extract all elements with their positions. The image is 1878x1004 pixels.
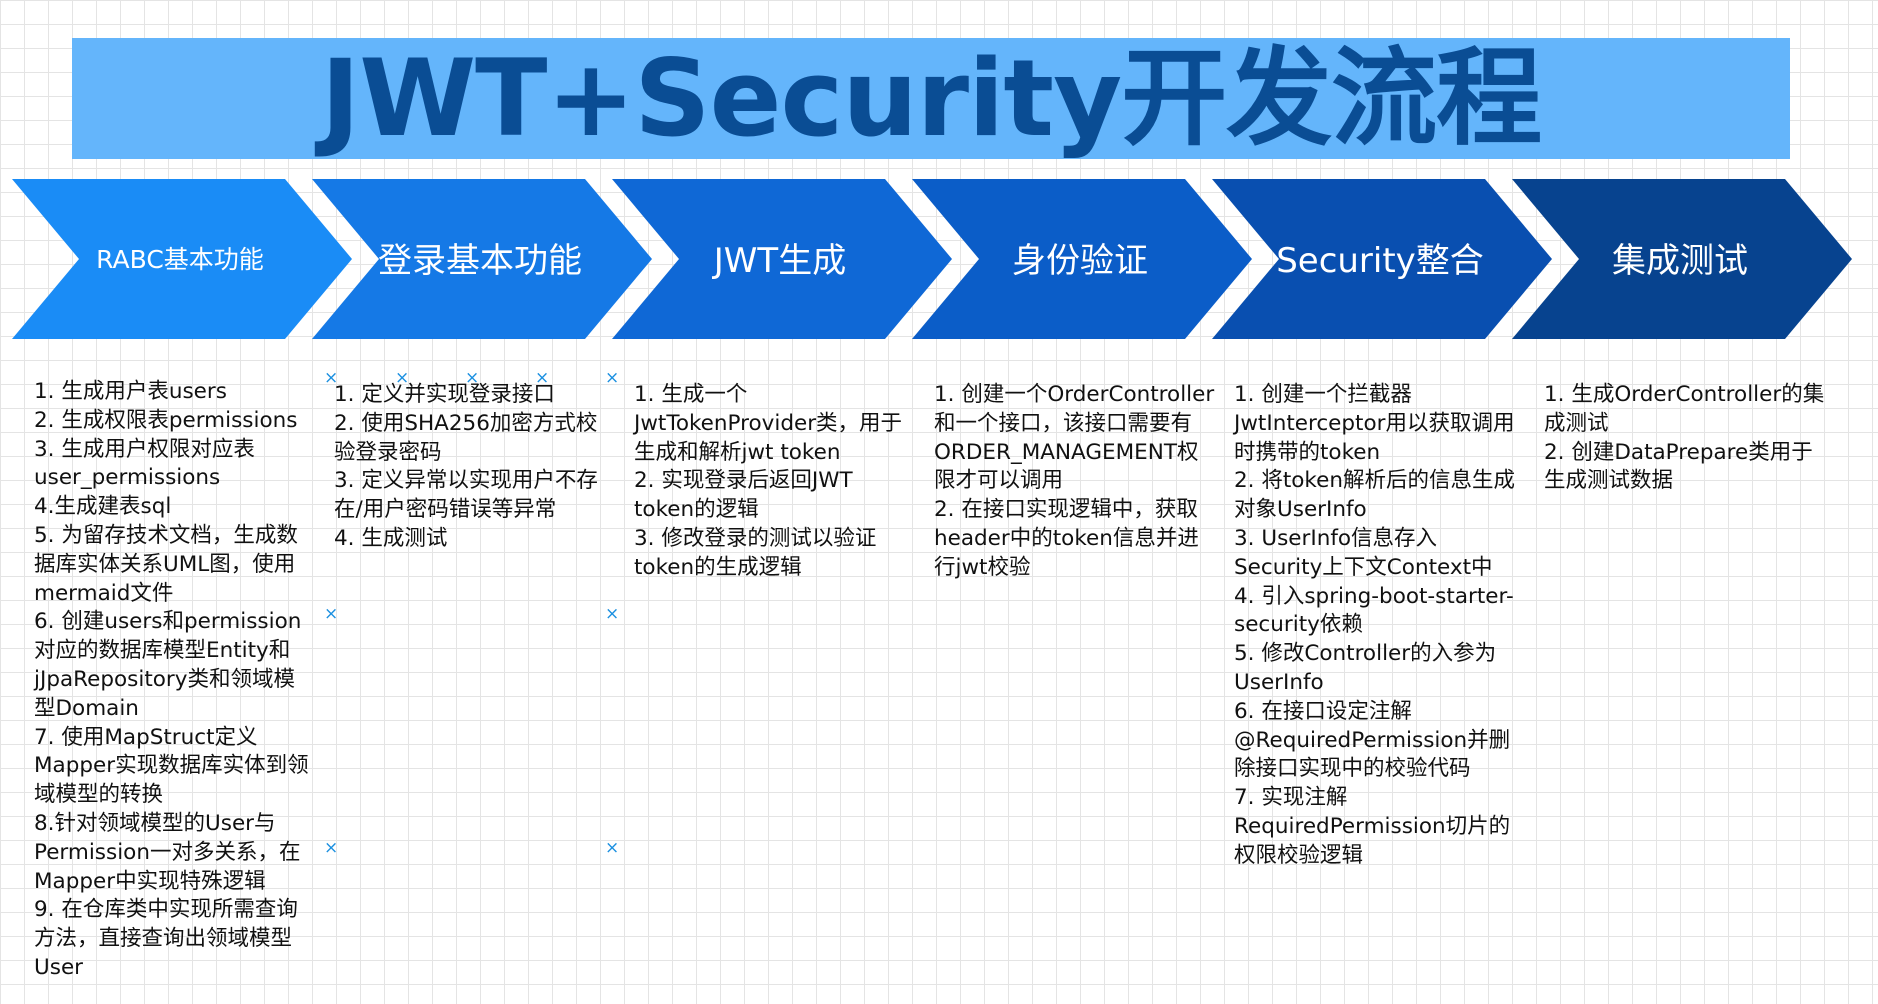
step-label-3: JWT生成	[712, 241, 846, 281]
chevron-shape-2	[312, 179, 652, 339]
step-5-item-4: 4. 引入spring-boot-starter-security依赖	[1234, 583, 1514, 638]
step-chevron-5: Security整合	[1212, 179, 1552, 339]
selection-marker-icon: ×	[535, 368, 550, 388]
step-label-1: RABC基本功能	[96, 245, 264, 274]
step-1-item-8: 8.针对领域模型的User与Permission一对多关系，在Mapper中实现…	[34, 810, 301, 894]
step-4-item-1: 1. 创建一个OrderController和一个接口，该接口需要有ORDER_…	[934, 382, 1215, 494]
step-1-item-1: 1. 生成用户表users	[34, 379, 227, 404]
selection-marker-icon: ×	[605, 368, 620, 388]
step-1-item-6: 6. 创建users和permission对应的数据库模型Entity和jJpa…	[34, 609, 302, 721]
step-2-item-2: 2. 使用SHA256加密方式校验登录密码	[334, 410, 598, 465]
step-2-item-3: 3. 定义异常以实现用户不存在/用户密码错误等异常	[334, 468, 598, 523]
step-1-item-5: 5. 为留存技术文档，生成数据库实体关系UML图，使用mermaid文件	[34, 522, 298, 606]
chevron-shape-4	[912, 179, 1252, 339]
selection-marker-icon: ×	[465, 368, 480, 388]
chevron-shape-5	[1212, 179, 1552, 339]
selection-marker-icon: ×	[324, 604, 339, 624]
step-detail-list-2: 1. 定义并实现登录接口 2. 使用SHA256加密方式校验登录密码 3. 定义…	[334, 381, 612, 554]
step-1-item-3: 3. 生成用户权限对应表 user_permissions	[34, 436, 255, 491]
step-5-item-2: 2. 将token解析后的信息生成对象UserInfo	[1234, 468, 1515, 523]
step-1-item-4: 4.生成建表sql	[34, 494, 172, 520]
step-detail-list-3: 1. 生成一个JwtTokenProvider类，用于生成和解析jwt toke…	[634, 381, 916, 583]
step-5-item-7: 7. 实现注解RequiredPermission切片的权限校验逻辑	[1234, 785, 1511, 868]
step-2-item-4: 4. 生成测试	[334, 525, 448, 551]
step-1-item-9: 9. 在仓库类中实现所需查询方法，直接查询出领域模型User	[34, 897, 298, 980]
step-5-item-6: 6. 在接口设定注解@RequiredPermission并删除接口实现中的校验…	[1234, 698, 1511, 782]
chevron-shape-1	[12, 179, 352, 339]
step-3-item-3: 3. 修改登录的测试以验证token的生成逻辑	[634, 525, 877, 580]
step-chevron-2: 登录基本功能	[312, 179, 652, 339]
step-detail-list-1: 1. 生成用户表users 2. 生成权限表permissions 3. 生成用…	[34, 378, 316, 983]
step-2-item-1: 1. 定义并实现登录接口	[334, 382, 555, 407]
step-detail-list-5: 1. 创建一个拦截器JwtInterceptor用以获取调用时携带的token …	[1234, 381, 1516, 871]
step-chevron-6: 集成测试	[1512, 179, 1852, 339]
selection-marker-icon: ×	[324, 838, 339, 858]
step-detail-list-6: 1. 生成OrderController的集成测试 2. 创建DataPrepa…	[1544, 381, 1826, 496]
step-3-item-1: 1. 生成一个JwtTokenProvider类，用于生成和解析jwt toke…	[634, 382, 903, 465]
step-4-item-2: 2. 在接口实现逻辑中，获取header中的token信息并进行jwt校验	[934, 497, 1199, 580]
step-5-item-5: 5. 修改Controller的入参为UserInfo	[1234, 641, 1497, 695]
process-chevrons: RABC基本功能 登录基本功能 JWT生成 身份验证 Security整合 集成…	[12, 179, 1852, 339]
chevron-shape-6	[1512, 179, 1852, 339]
step-6-item-2: 2. 创建DataPrepare类用于生成测试数据	[1544, 439, 1813, 494]
step-1-item-2: 2. 生成权限表permissions	[34, 407, 298, 433]
step-3-item-2: 2. 实现登录后返回JWT token的逻辑	[634, 468, 853, 523]
step-5-item-3: 3. UserInfo信息存入Security上下文Context中	[1234, 525, 1493, 580]
diagram-title: JWT+Security开发流程	[320, 36, 1542, 160]
step-5-item-1: 1. 创建一个拦截器JwtInterceptor用以获取调用时携带的token	[1234, 382, 1515, 465]
step-chevron-1: RABC基本功能	[12, 179, 352, 339]
selection-marker-icon: ×	[324, 368, 339, 388]
selection-marker-icon: ×	[395, 368, 410, 388]
step-label-4: 身份验证	[1012, 241, 1148, 281]
step-chevron-3: JWT生成	[612, 179, 952, 339]
step-detail-list-4: 1. 创建一个OrderController和一个接口，该接口需要有ORDER_…	[934, 381, 1216, 583]
title-banner: JWT+Security开发流程	[72, 38, 1790, 159]
step-label-5: Security整合	[1276, 241, 1484, 281]
chevron-shape-3	[612, 179, 952, 339]
step-6-item-1: 1. 生成OrderController的集成测试	[1544, 382, 1825, 436]
selection-marker-icon: ×	[605, 838, 620, 858]
selection-marker-icon: ×	[605, 604, 620, 624]
step-chevron-4: 身份验证	[912, 179, 1252, 339]
step-1-item-7: 7. 使用MapStruct定义Mapper实现数据库实体到领域模型的转换	[34, 724, 309, 808]
step-label-6: 集成测试	[1612, 241, 1748, 281]
step-label-2: 登录基本功能	[378, 241, 582, 281]
